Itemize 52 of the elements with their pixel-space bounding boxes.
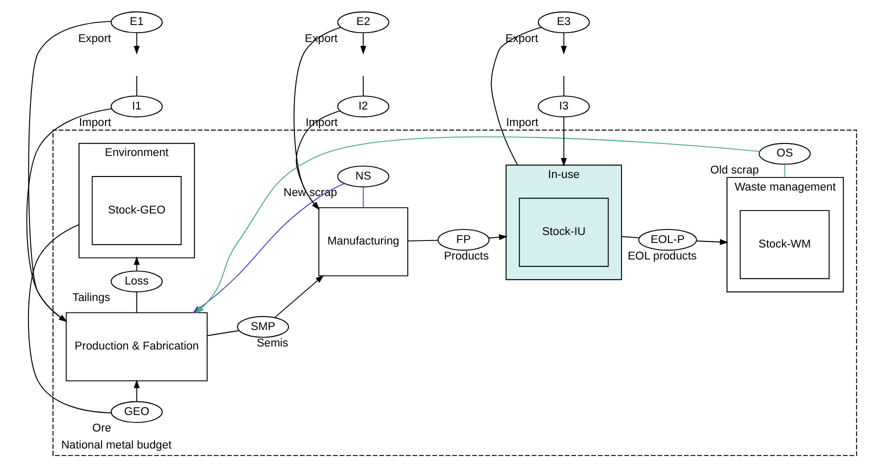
node-ellipse: EOL-P	[638, 228, 696, 251]
connector	[206, 330, 239, 336]
node-label: Semis	[256, 337, 288, 350]
node-ellipse: I3	[537, 96, 590, 118]
node-ellipse: FP	[437, 228, 490, 251]
arrow	[295, 110, 340, 210]
connector	[562, 75, 564, 96]
connector	[406, 240, 438, 242]
node-label: Tailings	[72, 292, 110, 304]
node-ellipse: I1	[110, 96, 162, 118]
node-ellipse: E3	[537, 11, 590, 34]
node-label: Import	[78, 116, 111, 129]
node-box: Manufacturing	[318, 207, 408, 276]
node-ellipse: NS	[336, 166, 389, 188]
connector	[362, 75, 364, 96]
arrow	[488, 234, 508, 240]
node-ellipse: E2	[336, 11, 389, 34]
node-box: Production & Fabrication	[65, 312, 208, 382]
node-ellipse: OS	[758, 142, 810, 165]
node-box: Stock-IU	[518, 198, 608, 267]
node-label: Import	[506, 116, 538, 129]
connector	[620, 236, 639, 238]
node-label: Products	[443, 250, 488, 262]
arrow	[133, 380, 140, 402]
arrow	[360, 32, 366, 54]
arrow	[133, 256, 140, 272]
arrow	[560, 32, 566, 54]
node-box: Stock-GEO	[91, 176, 182, 246]
arrow	[133, 32, 140, 54]
arrow	[560, 116, 566, 167]
node-ellipse: I2	[336, 96, 389, 118]
node-label: Export	[78, 32, 111, 45]
connector	[136, 75, 137, 96]
node-label: EOL products	[627, 250, 696, 262]
node-ellipse: E1	[110, 11, 162, 34]
node-ellipse: Loss	[110, 270, 162, 292]
connector	[784, 164, 785, 178]
connector	[27, 224, 112, 414]
connector	[490, 26, 542, 166]
arrow	[26, 108, 112, 322]
node-label: Ore	[92, 422, 111, 435]
arrow	[274, 274, 324, 318]
node-ellipse: GEO	[110, 401, 162, 423]
arrow	[696, 238, 728, 245]
node-box: Stock-WM	[739, 210, 830, 280]
connector	[293, 26, 341, 210]
node-ellipse: SMP	[236, 316, 289, 338]
arrow	[194, 136, 760, 314]
connector	[28, 20, 112, 322]
connector	[136, 291, 137, 314]
connector	[362, 186, 364, 208]
node-label: Old scrap	[710, 164, 758, 176]
